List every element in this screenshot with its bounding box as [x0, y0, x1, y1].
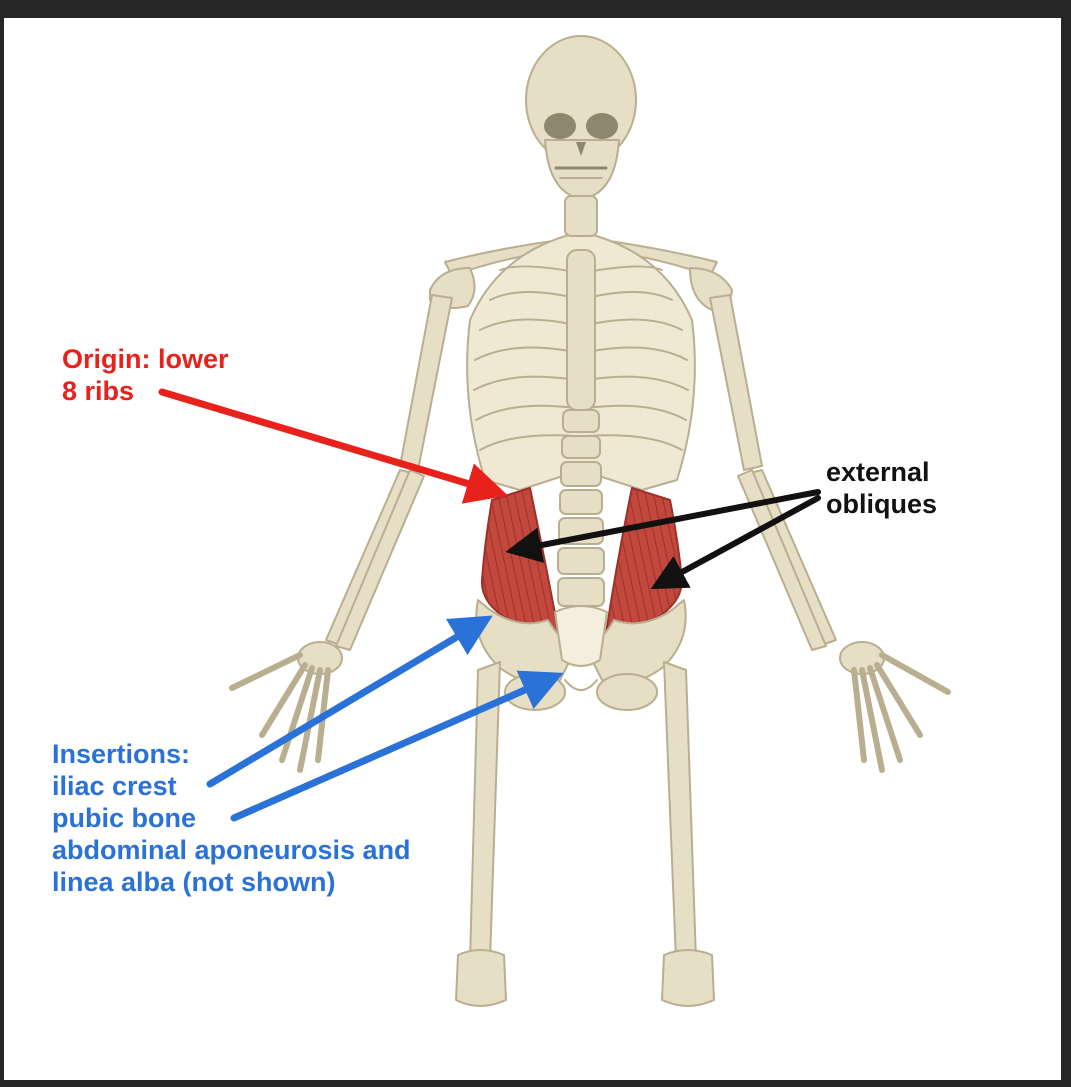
obliques-arrow-left: [505, 489, 821, 563]
insertions-label-line-5: linea alba (not shown): [52, 867, 336, 897]
insertions-label-line-2: iliac crest: [52, 771, 177, 801]
origin-arrow: [158, 388, 509, 504]
spine: [557, 195, 605, 607]
external-obliques-label: external obliques: [826, 456, 937, 520]
legs: [455, 661, 715, 1007]
iliac-crest-arrow: [206, 615, 493, 788]
insertions-label-line-4: abdominal aponeurosis and: [52, 835, 411, 865]
pubic-bone-arrow: [230, 670, 564, 822]
origin-label-line-2: 8 ribs: [62, 376, 135, 406]
skull: [525, 35, 637, 197]
arrows: [158, 388, 821, 822]
insertions-label-line-1: Insertions:: [52, 739, 191, 769]
insertions-label: Insertions: iliac crest pubic bone abdom…: [52, 738, 411, 898]
insertions-label-line-3: pubic bone: [52, 803, 196, 833]
obliques-arrow-right: [650, 495, 821, 590]
external-obliques-muscle: [480, 487, 683, 641]
origin-label-line-1: Origin: lower: [62, 344, 229, 374]
right-arm: [709, 294, 951, 773]
left-arm: [229, 294, 453, 773]
obliques-label-line-1: external: [826, 457, 930, 487]
obliques-label-line-2: obliques: [826, 489, 938, 519]
origin-label: Origin: lower 8 ribs: [62, 343, 229, 407]
